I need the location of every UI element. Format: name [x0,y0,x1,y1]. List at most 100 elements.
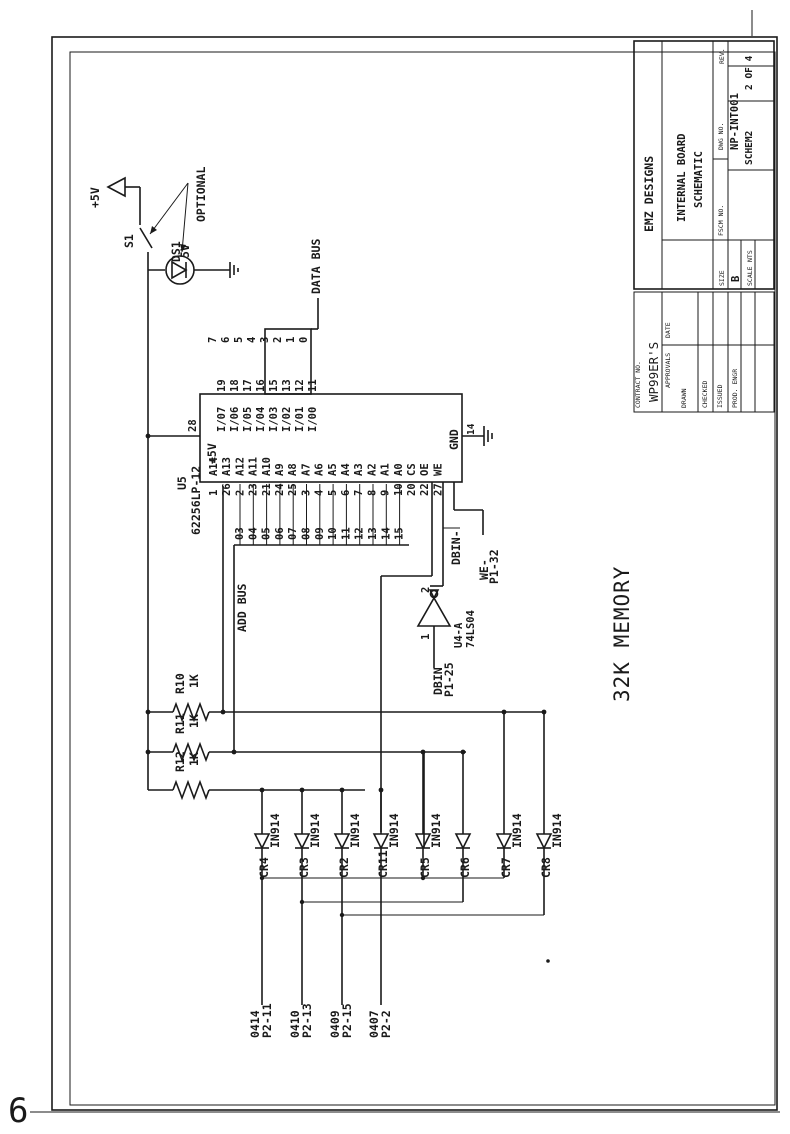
caption: 32K MEMORY [610,566,634,702]
chip-u5: U5 62256LP-12 +5V 28 GND 14 A141A1326A12… [145,379,493,535]
chip-pin-number: 27 [432,483,444,496]
chip-body [199,393,463,483]
output-signal-name: 0409 [328,1010,342,1038]
title-block-text: EMZ DESIGNS INTERNAL BOARD SCHEMATIC FSC… [634,48,755,408]
optional-label: OPTIONAL [194,167,208,222]
inner-border [69,51,776,1106]
file-value: SCHEM2 [744,131,755,165]
vcc-label: +5V [88,187,102,208]
prod-engr-label: PROD. ENGR [731,369,739,408]
switch-s1 [139,227,153,249]
output-pin: P2-15 [340,1003,354,1038]
chip-vcc-pin-num: 28 [187,419,199,432]
resistor-ref: R12 [173,751,187,772]
diode-ref: CR8 [539,857,553,878]
date-label: DATE [664,322,672,338]
dbin-inverted-label: DBIN- [449,530,463,565]
vcc-arrow-icon [106,176,126,198]
diode-ref: CR6 [458,857,472,878]
size-label: SIZE [718,270,726,286]
switch-label: S1 [122,234,136,248]
dbin-label: DBIN [431,667,445,695]
contract-value: WP99ER'S [646,342,661,402]
chip-io-pin-number: 19 [216,379,228,392]
scale-label: SCALE [746,266,754,286]
diode-part: IN914 [348,813,362,848]
chip-io-pin-number: 18 [229,379,241,392]
led-voltage: 5V [178,244,192,258]
data-bus-line-label: 6 [220,337,232,343]
sheet-value: 2 OF 4 [744,55,755,90]
led-label: DS1 [169,241,183,262]
chip-ref: U5 [175,476,189,490]
drawn-label: DRAWN [680,388,688,408]
title-line-2: SCHEMATIC [693,151,705,208]
chip-io-pin-name: I/06 [229,407,241,432]
chip-pin-number: 10 [393,483,405,496]
chip-pin-name: A10 [261,457,273,476]
chip-io-pin-number: 13 [281,379,293,392]
dbin-pin: P1-25 [442,662,456,697]
output-signal-name: 0410 [288,1010,302,1038]
diode-part: IN914 [387,813,401,848]
title-block [633,40,775,413]
chip-io-pin-number: 11 [307,379,319,392]
we-pin: P1-32 [487,549,501,584]
diode-part: IN914 [308,813,322,848]
data-bus-line-label: 4 [246,337,258,343]
output-pin: P2-2 [379,1010,393,1038]
checked-label: CHECKED [701,381,709,408]
outer-border [51,36,778,1111]
data-bus-line-label: 3 [259,337,271,343]
diode-ref: CR7 [499,857,513,878]
chip-io-pin-name: I/00 [307,407,319,432]
resistor-ref: R11 [173,713,187,734]
diode-ref: CR3 [297,857,311,878]
chip-pin-number: 22 [419,483,431,496]
diode-part: IN914 [268,813,282,848]
resistor-ref: R10 [173,673,187,694]
diode-cr3: CR3 IN914 [293,787,322,878]
chip-io-pin-number: 12 [294,379,306,392]
chip-io-pin-number: 16 [255,379,267,392]
diode-cr2: CR2 IN914 [333,787,362,878]
diode-ref: CR11 [376,850,390,878]
drawing-number: NP-INT001 [729,93,741,150]
resistor-value: 1K [187,674,201,688]
chip-pin-name: A12 [234,457,246,476]
chip-pin-name: A1 [380,463,392,476]
chip-io-pin-name: I/01 [294,407,306,432]
chip-part: 62256LP-12 [189,466,203,535]
resistor-r10 [172,701,210,723]
power-section: +5V S1 DS1 5V OPTIONAL [88,167,239,436]
chip-pin-number: 9 [380,490,392,496]
chip-pin-name: OE [419,463,431,476]
resistor-r11 [172,741,210,763]
inverter-u4a: 2 1 U4-A 74LS04 DBIN P1-25 DBIN- WE- P1-… [380,482,501,832]
chip-pin-name: A0 [393,463,405,476]
rev-label: REV. [718,48,726,64]
address-bus-label: ADD BUS [235,583,249,632]
resistor-r12 [172,779,210,801]
inverter-part: 74LS04 [465,610,477,648]
chip-io-pin-number: 17 [242,379,254,392]
inverter-ref: U4-A [453,622,465,648]
fsc-label: FSCM NO. [717,205,725,236]
diode-ref: CR2 [337,857,351,878]
scale-value: NTS [746,250,754,262]
chip-io-pin-number: 15 [268,379,280,392]
chip-io-pin-name: I/04 [255,407,267,432]
chip-pin-name: A5 [327,463,339,476]
diode-ref: CR5 [418,857,432,878]
output-signal-name: 0414 [248,1010,262,1038]
data-bus-line-label: 1 [285,337,297,343]
scan-speck [546,959,550,963]
